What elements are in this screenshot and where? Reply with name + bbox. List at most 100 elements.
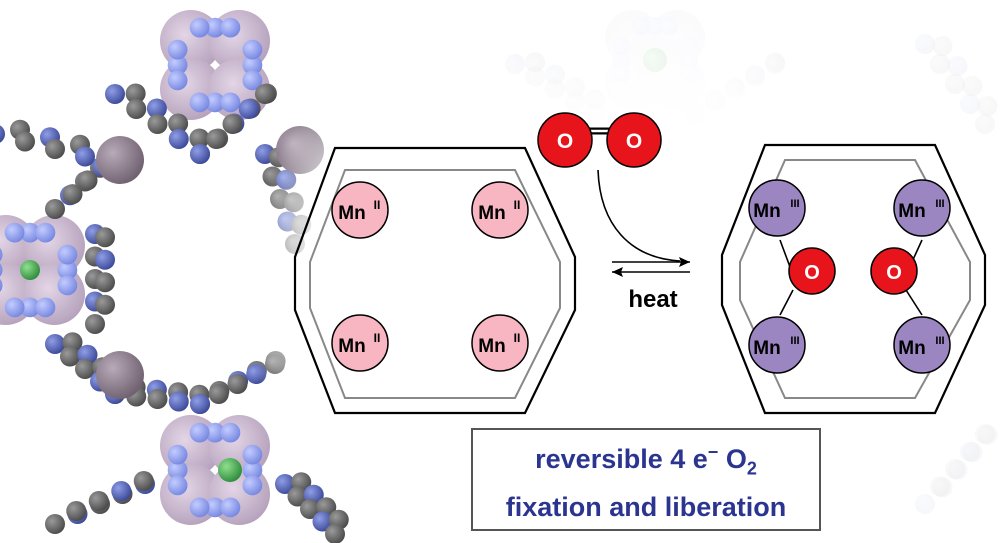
framework-nitrogen <box>242 70 263 91</box>
framework-linker-atom <box>60 346 80 367</box>
framework-nitrogen <box>220 497 241 518</box>
framework-nitrogen <box>167 39 188 60</box>
left-mn2-complex: Mn II Mn II Mn II Mn II <box>293 146 577 415</box>
framework-linker-atom <box>111 481 132 501</box>
framework-nitrogen <box>0 248 3 262</box>
oxygen-atom-right <box>606 112 662 168</box>
framework-nitrogen <box>4 222 25 243</box>
framework-linker-atom <box>126 99 147 119</box>
framework-nitrogen <box>0 263 3 277</box>
framework-linker-atom <box>133 471 154 491</box>
framework-linker-atom <box>45 514 65 534</box>
framework-nitrogen <box>167 475 188 496</box>
caption-line-2: fixation and liberation <box>505 491 787 522</box>
framework-nitrogen <box>220 17 241 38</box>
framework-nitrogen <box>220 92 241 113</box>
metal-symbol: Mn <box>478 203 505 224</box>
oxo-label: O <box>804 262 820 284</box>
framework-linker-atom <box>190 144 210 164</box>
framework-linker-atom <box>77 170 98 191</box>
framework-nitrogen <box>205 92 225 113</box>
caption-subscript: 2 <box>746 458 757 479</box>
framework-nitrogen <box>220 422 241 443</box>
metal-symbol: Mn <box>753 201 780 222</box>
framework-linker-atom <box>325 524 345 543</box>
framework-linker-atom <box>168 129 189 149</box>
oxo-right: O <box>870 247 918 295</box>
caption-text: reversible 4 e <box>535 444 708 475</box>
framework-linker-atom <box>146 98 167 119</box>
oxo-left: O <box>788 247 836 295</box>
right-outer-ring <box>720 143 987 415</box>
framework-linker-atom <box>0 125 5 143</box>
framework-linker-atom <box>95 249 115 270</box>
framework-nitrogen <box>57 244 78 265</box>
metal-symbol: Mn <box>338 203 365 224</box>
framework-nitrogen <box>57 260 78 280</box>
right-mn3-complex: Mn III Mn III Mn III Mn III O O <box>720 143 987 415</box>
oxidation-state: III <box>790 198 799 210</box>
framework-nitrogen <box>35 297 56 318</box>
framework-nitrogen <box>57 275 78 296</box>
metal-symbol: Mn <box>898 338 925 359</box>
framework-linker-atom <box>206 129 227 149</box>
metal-symbol: Mn <box>898 201 925 222</box>
framework-linker-atom <box>190 394 210 414</box>
framework-linker-atom <box>238 99 259 119</box>
tetrazole-node <box>160 10 270 120</box>
electron-charge: − <box>707 442 719 463</box>
framework-nitrogen <box>189 92 210 113</box>
left-outer-ring <box>293 146 577 415</box>
framework-linker-atom <box>125 83 146 104</box>
oxidation-state: II <box>514 198 521 212</box>
o2-uptake-curve <box>597 169 681 262</box>
framework-linker-atom <box>300 499 320 519</box>
tetrazole-node <box>0 215 85 326</box>
framework-linker-atom <box>66 501 87 521</box>
framework-nitrogen <box>189 422 210 443</box>
framework-linker-atom <box>189 128 210 149</box>
framework-nitrogen <box>35 222 56 243</box>
framework-linker-atom <box>45 139 65 159</box>
caption-box: reversible 4 e− O2 fixation and liberati… <box>471 428 821 531</box>
framework-nitrogen <box>242 55 263 75</box>
dioxygen-molecule: O O <box>537 112 662 168</box>
framework-linker-atom <box>168 113 189 134</box>
framework-nitrogen <box>189 497 210 518</box>
oxidation-state: II <box>374 331 381 345</box>
oxidation-state: II <box>374 198 381 212</box>
oxo-label: O <box>886 262 902 284</box>
framework-nitrogen <box>167 70 188 91</box>
framework-linker-atom <box>287 486 308 507</box>
framework-linker-atom <box>95 227 115 248</box>
framework-linker-atom <box>168 391 189 412</box>
tetrazole-node <box>160 415 270 525</box>
metal-symbol: Mn <box>478 336 505 357</box>
heat-label: heat <box>628 286 677 313</box>
oxygen-label: O <box>626 130 642 153</box>
right-metal-bottom-right: Mn III <box>893 316 951 374</box>
left-metal-bottom-left: Mn II <box>331 314 389 372</box>
framework-linker-atom <box>312 511 333 532</box>
framework-nitrogen <box>167 55 188 75</box>
framework-nitrogen <box>205 17 225 38</box>
caption-line-1: reversible 4 e− O2 <box>535 433 757 487</box>
framework-linker-atom <box>95 272 115 293</box>
right-metal-bottom-left: Mn III <box>748 316 806 374</box>
framework-nitrogen <box>242 460 263 480</box>
oxidation-state: III <box>790 335 799 347</box>
reaction-arrows: heat <box>597 169 690 313</box>
framework-linker-atom <box>75 146 95 167</box>
framework-linker-atom <box>255 84 275 104</box>
oxidation-state: III <box>935 335 944 347</box>
framework-nitrogen <box>205 422 225 443</box>
framework-linker-atom <box>227 374 248 394</box>
caption-molecule: O <box>725 444 747 475</box>
right-metal-top-right: Mn III <box>893 179 951 237</box>
framework-nitrogen <box>4 297 25 318</box>
left-metal-top-left: Mn II <box>331 181 389 239</box>
framework-nitrogen <box>205 497 225 518</box>
framework-linker-atom <box>15 131 35 152</box>
framework-linker-atom <box>88 491 109 511</box>
